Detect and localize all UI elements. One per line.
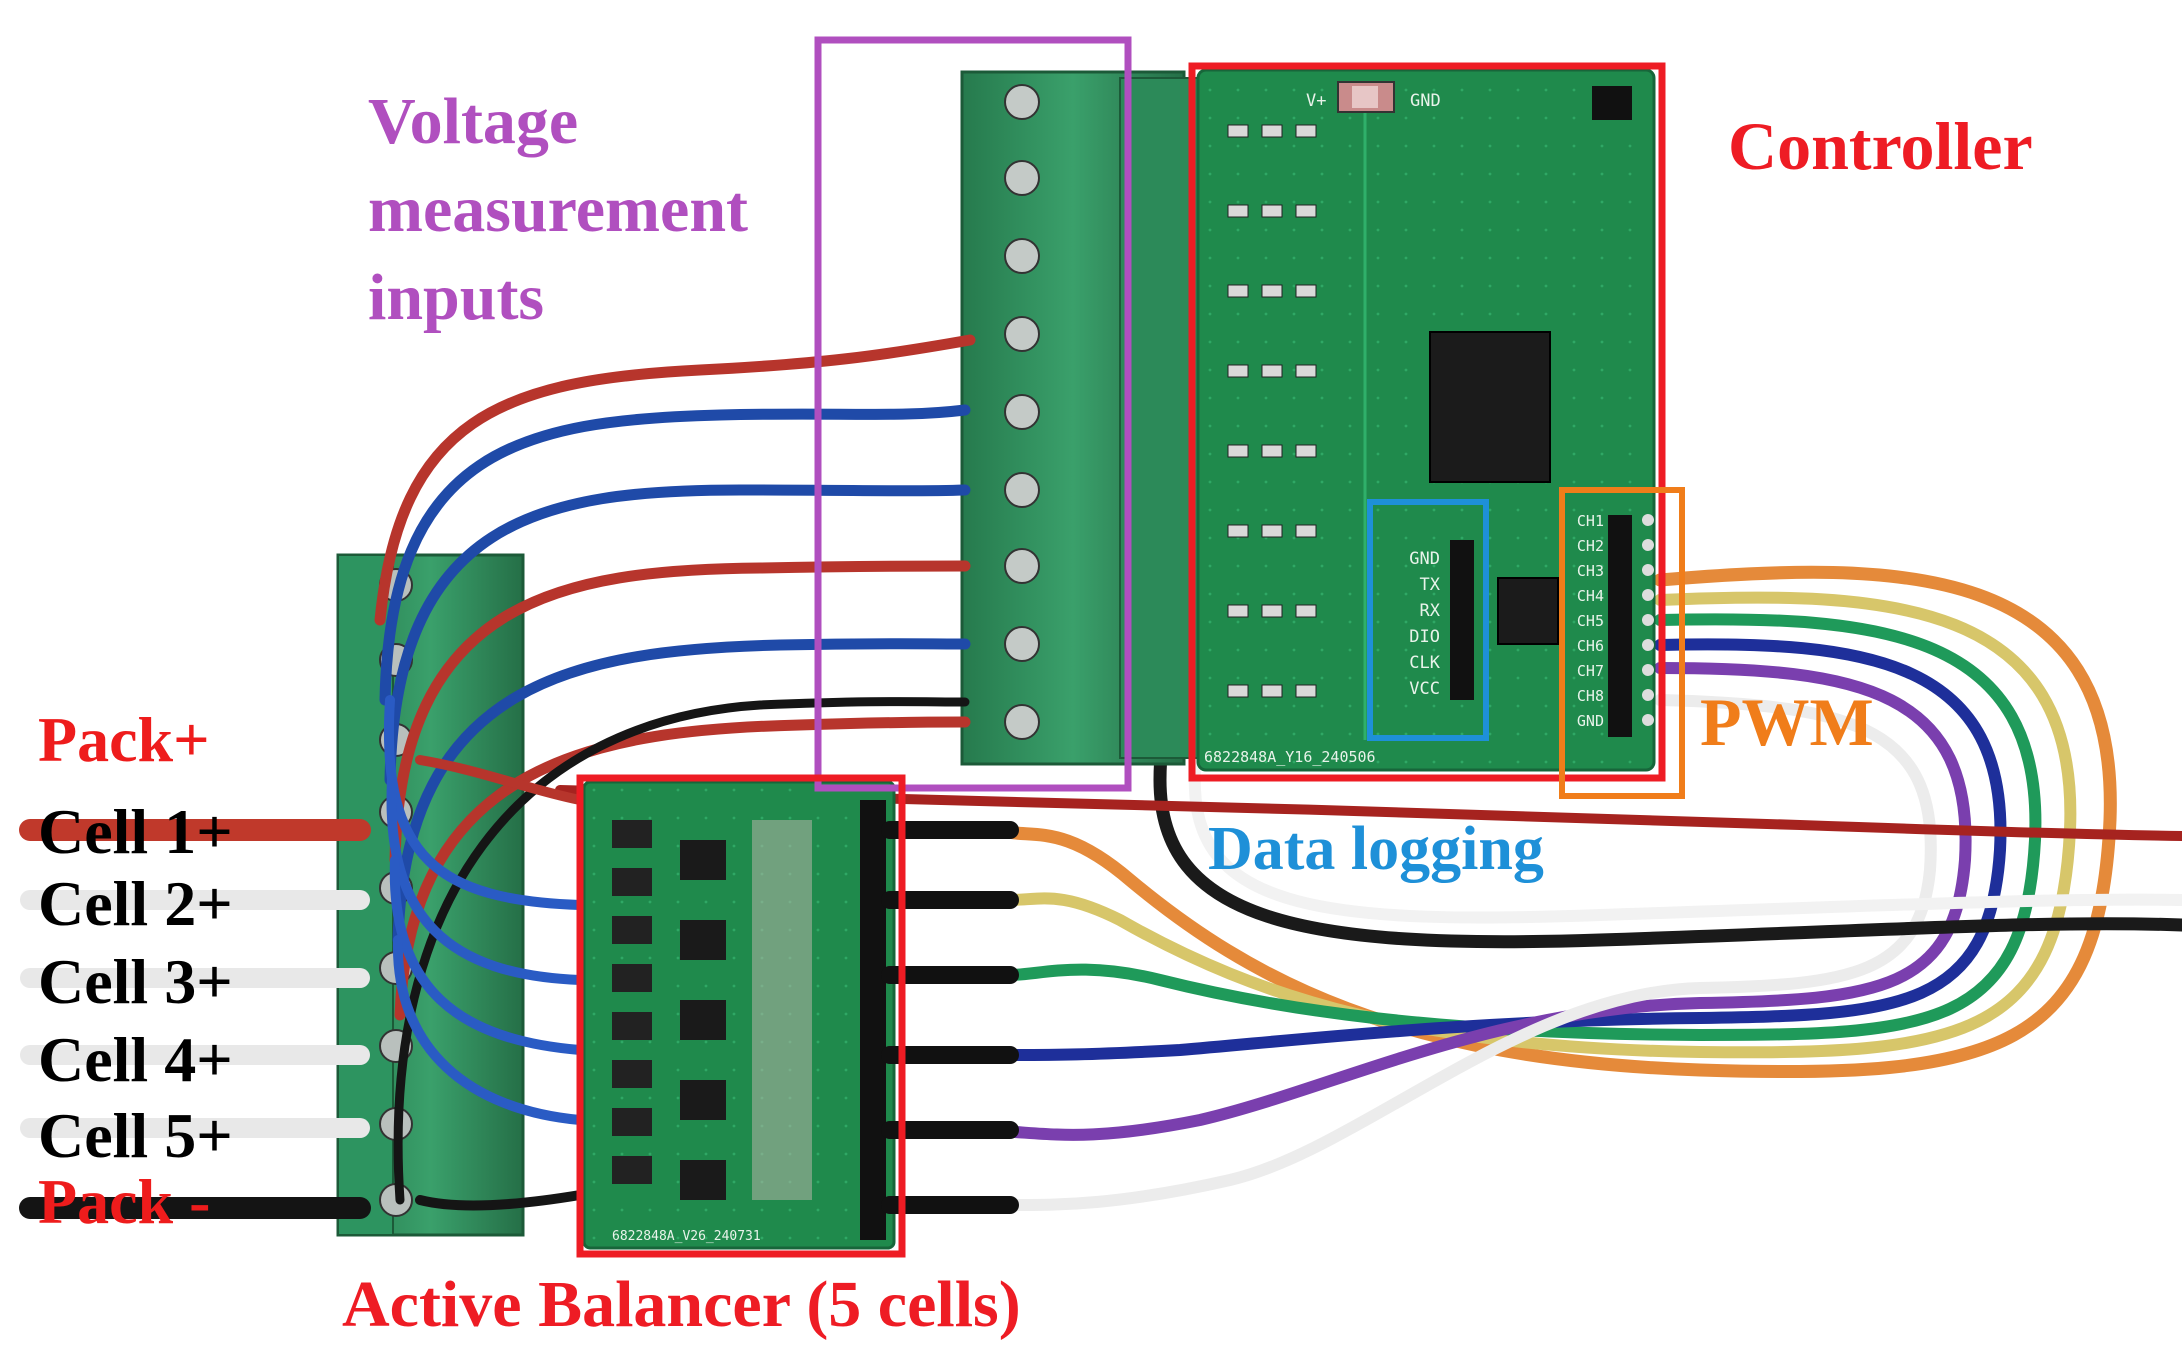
silk-gnd-power: GND (1410, 91, 1441, 111)
balancer-wire-blue-1 (384, 695, 585, 910)
silk-pwm-ch2: CH2 (1577, 537, 1604, 555)
label-cell-5: Cell 5+ (38, 1100, 233, 1171)
label-data-logging: Data logging (1208, 815, 1544, 883)
silk-pwm-pins: CH1 CH2 CH3 CH4 CH5 CH6 CH7 CH8 GND (1577, 512, 1604, 730)
silk-pwm-ch1: CH1 (1577, 512, 1604, 530)
voltage-inputs-box (814, 36, 1132, 792)
silk-controller-id: 6822848A_Y16_240506 (1204, 748, 1376, 766)
label-pack-minus: Pack - (38, 1166, 211, 1237)
silk-pwm-ch8: CH8 (1577, 687, 1604, 705)
silk-data-vcc: VCC (1409, 679, 1440, 699)
data-logging-box (1367, 499, 1489, 741)
wire-yellow-loop (1004, 591, 2077, 1059)
silk-pwm-ch6: CH6 (1577, 637, 1604, 655)
label-cell-4: Cell 4+ (38, 1024, 233, 1095)
label-active-balancer: Active Balancer (5 cells) (342, 1268, 1021, 1341)
data-pin-header (1450, 540, 1474, 700)
controller-ic (1429, 331, 1551, 483)
balancer-board: 6822848A_V26_240731 (582, 780, 896, 1250)
wire-purple-loop (1009, 662, 1972, 1141)
silk-pwm-gnd: GND (1577, 712, 1604, 730)
sense-wire-red-2 (389, 560, 971, 866)
balancer-wire-blue-2 (386, 775, 585, 985)
silk-pwm-ch4: CH4 (1577, 587, 1604, 605)
label-cell-2: Cell 2+ (38, 868, 233, 939)
balancer-wire-black (415, 1190, 585, 1211)
controller-box (1188, 62, 1666, 782)
balancer-output-leads (881, 821, 1019, 1214)
pack-input-wires (19, 819, 371, 1219)
silk-vplus: V+ (1306, 91, 1326, 111)
label-pack-plus: Pack+ (38, 704, 210, 775)
controller-board: V+ GND 6822848A_Y16_240506 GND TX RX DIO… (1196, 68, 1656, 772)
wire-blue-loop (1009, 638, 2007, 1061)
silk-data-tx: TX (1420, 575, 1441, 595)
controller-components (1227, 124, 1317, 698)
top-terminal-block (960, 70, 1201, 766)
wire-green-loop (1004, 613, 2042, 1042)
wire-orange-loop (993, 565, 2117, 1079)
silk-pwm-ch5: CH5 (1577, 612, 1604, 630)
silk-data-dio: DIO (1409, 627, 1440, 647)
label-pwm: PWM (1700, 684, 1874, 760)
label-cell-3: Cell 3+ (38, 946, 233, 1017)
pwm-box (1559, 487, 1685, 799)
sense-wire-blue-3 (392, 638, 971, 946)
controller-ic-small (1497, 577, 1559, 645)
sense-wire-blue-2 (384, 484, 971, 786)
label-cell-1: Cell 1+ (38, 796, 233, 867)
balancer-wire-blue-4 (392, 935, 585, 1125)
silk-balancer-id: 6822848A_V26_240731 (612, 1229, 761, 1244)
balancer-box (576, 774, 906, 1258)
voltage-sense-wires (374, 334, 976, 1211)
balancer-wire-blue-3 (389, 855, 585, 1055)
label-controller: Controller (1728, 108, 2033, 184)
balancer-wire-red (415, 755, 585, 805)
silk-data-gnd: GND (1409, 549, 1440, 569)
label-voltage-measurement-inputs: Voltage measurement inputs (368, 85, 749, 334)
sense-wire-red-1 (374, 334, 976, 626)
silk-pwm-ch3: CH3 (1577, 562, 1604, 580)
balancer-components (612, 800, 886, 1240)
silk-data-pins: GND TX RX DIO CLK VCC (1409, 549, 1440, 699)
silk-data-rx: RX (1420, 601, 1441, 621)
silk-pwm-ch7: CH7 (1577, 662, 1604, 680)
wire-white-loop (1009, 694, 1937, 1211)
pwm-pin-header (1608, 515, 1632, 737)
silk-data-clk: CLK (1409, 653, 1440, 673)
sense-wire-black (393, 697, 970, 1205)
power-header (1592, 86, 1632, 120)
sense-wire-blue-1 (379, 404, 971, 706)
